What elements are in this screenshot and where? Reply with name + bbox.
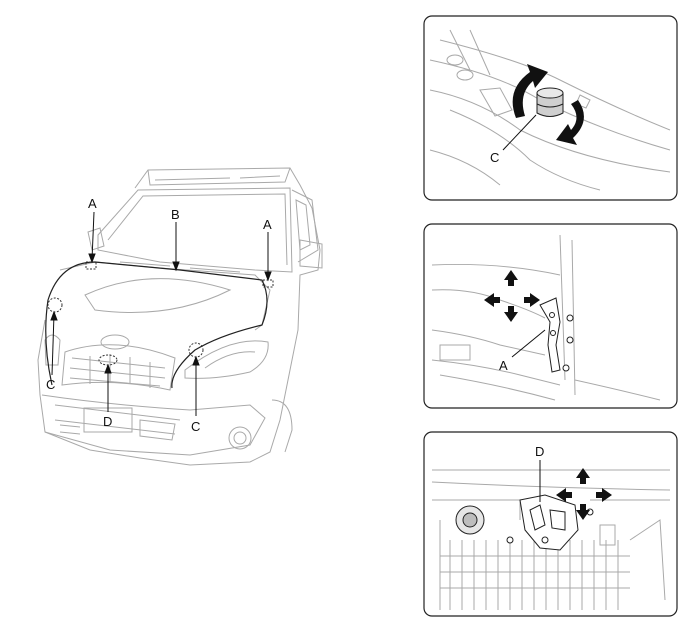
horn xyxy=(455,505,485,535)
arrow-right-icon xyxy=(596,488,612,502)
grille xyxy=(61,344,176,391)
panel-hinge-detail: A xyxy=(423,223,678,409)
arrow-down-icon xyxy=(504,306,518,322)
vehicle-body-outline xyxy=(37,167,321,466)
hood-outline xyxy=(47,261,268,389)
windshield xyxy=(97,187,293,273)
side-mirror-right xyxy=(299,239,323,269)
panel-bump-stop-detail: C xyxy=(423,15,678,201)
headlight-right xyxy=(184,340,269,379)
fog-light xyxy=(228,426,252,450)
latch-part xyxy=(506,494,594,551)
adjust-arrows xyxy=(484,270,540,322)
panel-label-d: D xyxy=(535,444,544,459)
bump-stop-part xyxy=(536,87,564,117)
vehicle-illustration: A B A C C D xyxy=(37,167,323,466)
label-b: B xyxy=(171,207,180,222)
arrow-up-icon xyxy=(576,468,590,484)
panel-label-a: A xyxy=(499,358,508,373)
label-a-left: A xyxy=(88,196,97,211)
arrow-left-icon xyxy=(556,488,572,502)
latch-marker xyxy=(98,354,118,366)
label-c-left: C xyxy=(46,377,55,392)
rotate-arrow-ccw-icon xyxy=(512,64,548,118)
panel-latch-detail: D xyxy=(423,431,678,617)
rotate-arrow-cw-icon xyxy=(556,100,584,145)
arrow-up-icon xyxy=(504,270,518,286)
side-mirror-left xyxy=(87,227,105,251)
label-a-right: A xyxy=(263,217,272,232)
arrow-down-icon xyxy=(576,504,590,520)
arrow-right-icon xyxy=(524,293,540,307)
bump-stop-marker-left xyxy=(47,297,63,313)
front-bumper xyxy=(41,394,266,456)
adjust-arrows-latch xyxy=(556,468,612,520)
panel-label-c: C xyxy=(490,150,499,165)
label-c-right: C xyxy=(191,419,200,434)
kia-badge xyxy=(100,334,130,350)
label-d: D xyxy=(103,414,112,429)
arrow-left-icon xyxy=(484,293,500,307)
headlight-left xyxy=(44,334,61,366)
hinge-part xyxy=(539,297,574,373)
leader-lines xyxy=(50,211,272,416)
